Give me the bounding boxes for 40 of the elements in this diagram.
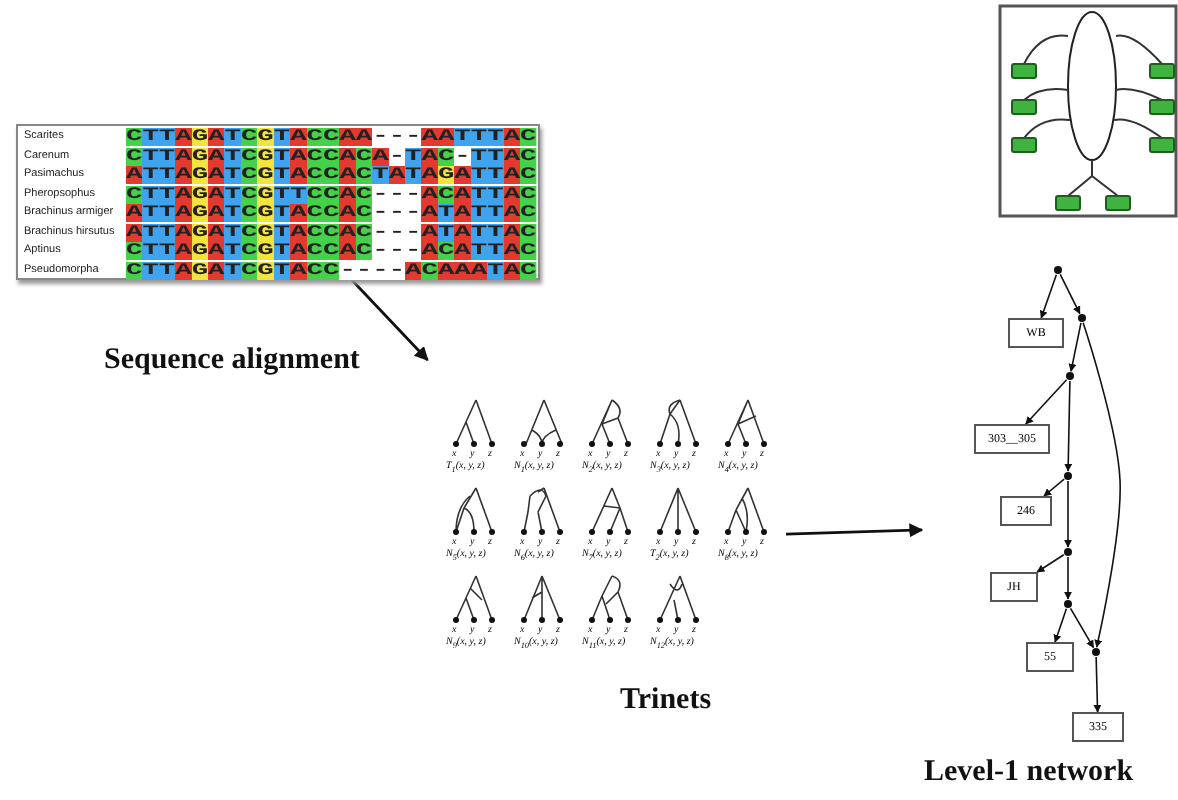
- arrow: [785, 523, 924, 538]
- taxon-node: [1000, 496, 1052, 526]
- sequence-row: CTTAGATCGTACCAC---ACATTAC: [126, 242, 537, 260]
- sequence-row: ATTAGATCGTACCAC---ATATTAC: [126, 223, 537, 241]
- sequence-row: CTTAGATCGTACC----ACAAATAC: [126, 261, 537, 279]
- arrow: [1064, 556, 1072, 600]
- vertex-dot: [1064, 548, 1072, 556]
- panel-heading: Trinets: [620, 684, 712, 718]
- vertex-dot: [1064, 472, 1072, 480]
- arrow: [1025, 378, 1068, 425]
- arrow: [1082, 322, 1121, 648]
- vertex-dot: [1092, 648, 1100, 656]
- taxon-node: [990, 572, 1038, 602]
- vertex-dot: [1066, 372, 1074, 380]
- sequence-row: CTTAGATCGTACCAA---AATTTAC: [126, 128, 537, 146]
- arrow: [350, 279, 429, 361]
- arrow: [1069, 607, 1095, 649]
- taxon-node: [974, 424, 1050, 454]
- arrow: [1059, 273, 1081, 315]
- vertex-dot: [1054, 266, 1062, 274]
- taxon-node: [1072, 712, 1124, 742]
- sequence-row: ATTAGATCGTACCAC---ATATTAC: [126, 204, 537, 222]
- arrow: [1068, 322, 1082, 372]
- taxon-node: [1026, 642, 1074, 672]
- panel-heading: Level-1 network: [924, 756, 1134, 790]
- taxon-node: [1008, 318, 1064, 348]
- arrow: [1053, 607, 1068, 643]
- arrow: [1064, 480, 1072, 548]
- arrow: [1039, 273, 1058, 319]
- arrow: [1093, 656, 1102, 713]
- sequence-row: CTTAGATCGTACCACA-TAC-TTAC: [126, 147, 537, 165]
- panel-heading: Sequence alignment: [104, 344, 360, 378]
- vertex-dot: [1064, 600, 1072, 608]
- arrow: [1043, 478, 1065, 497]
- arrow: [1064, 380, 1073, 472]
- alignment-table: [16, 124, 540, 280]
- sequence-row: CTTAGATCGTTCCAC---ACATTAC: [126, 185, 537, 203]
- sequence-row: ATTAGATCGTACCACTATAGATTAC: [126, 166, 537, 184]
- arrow: [1036, 553, 1065, 573]
- vertex-dot: [1078, 314, 1086, 322]
